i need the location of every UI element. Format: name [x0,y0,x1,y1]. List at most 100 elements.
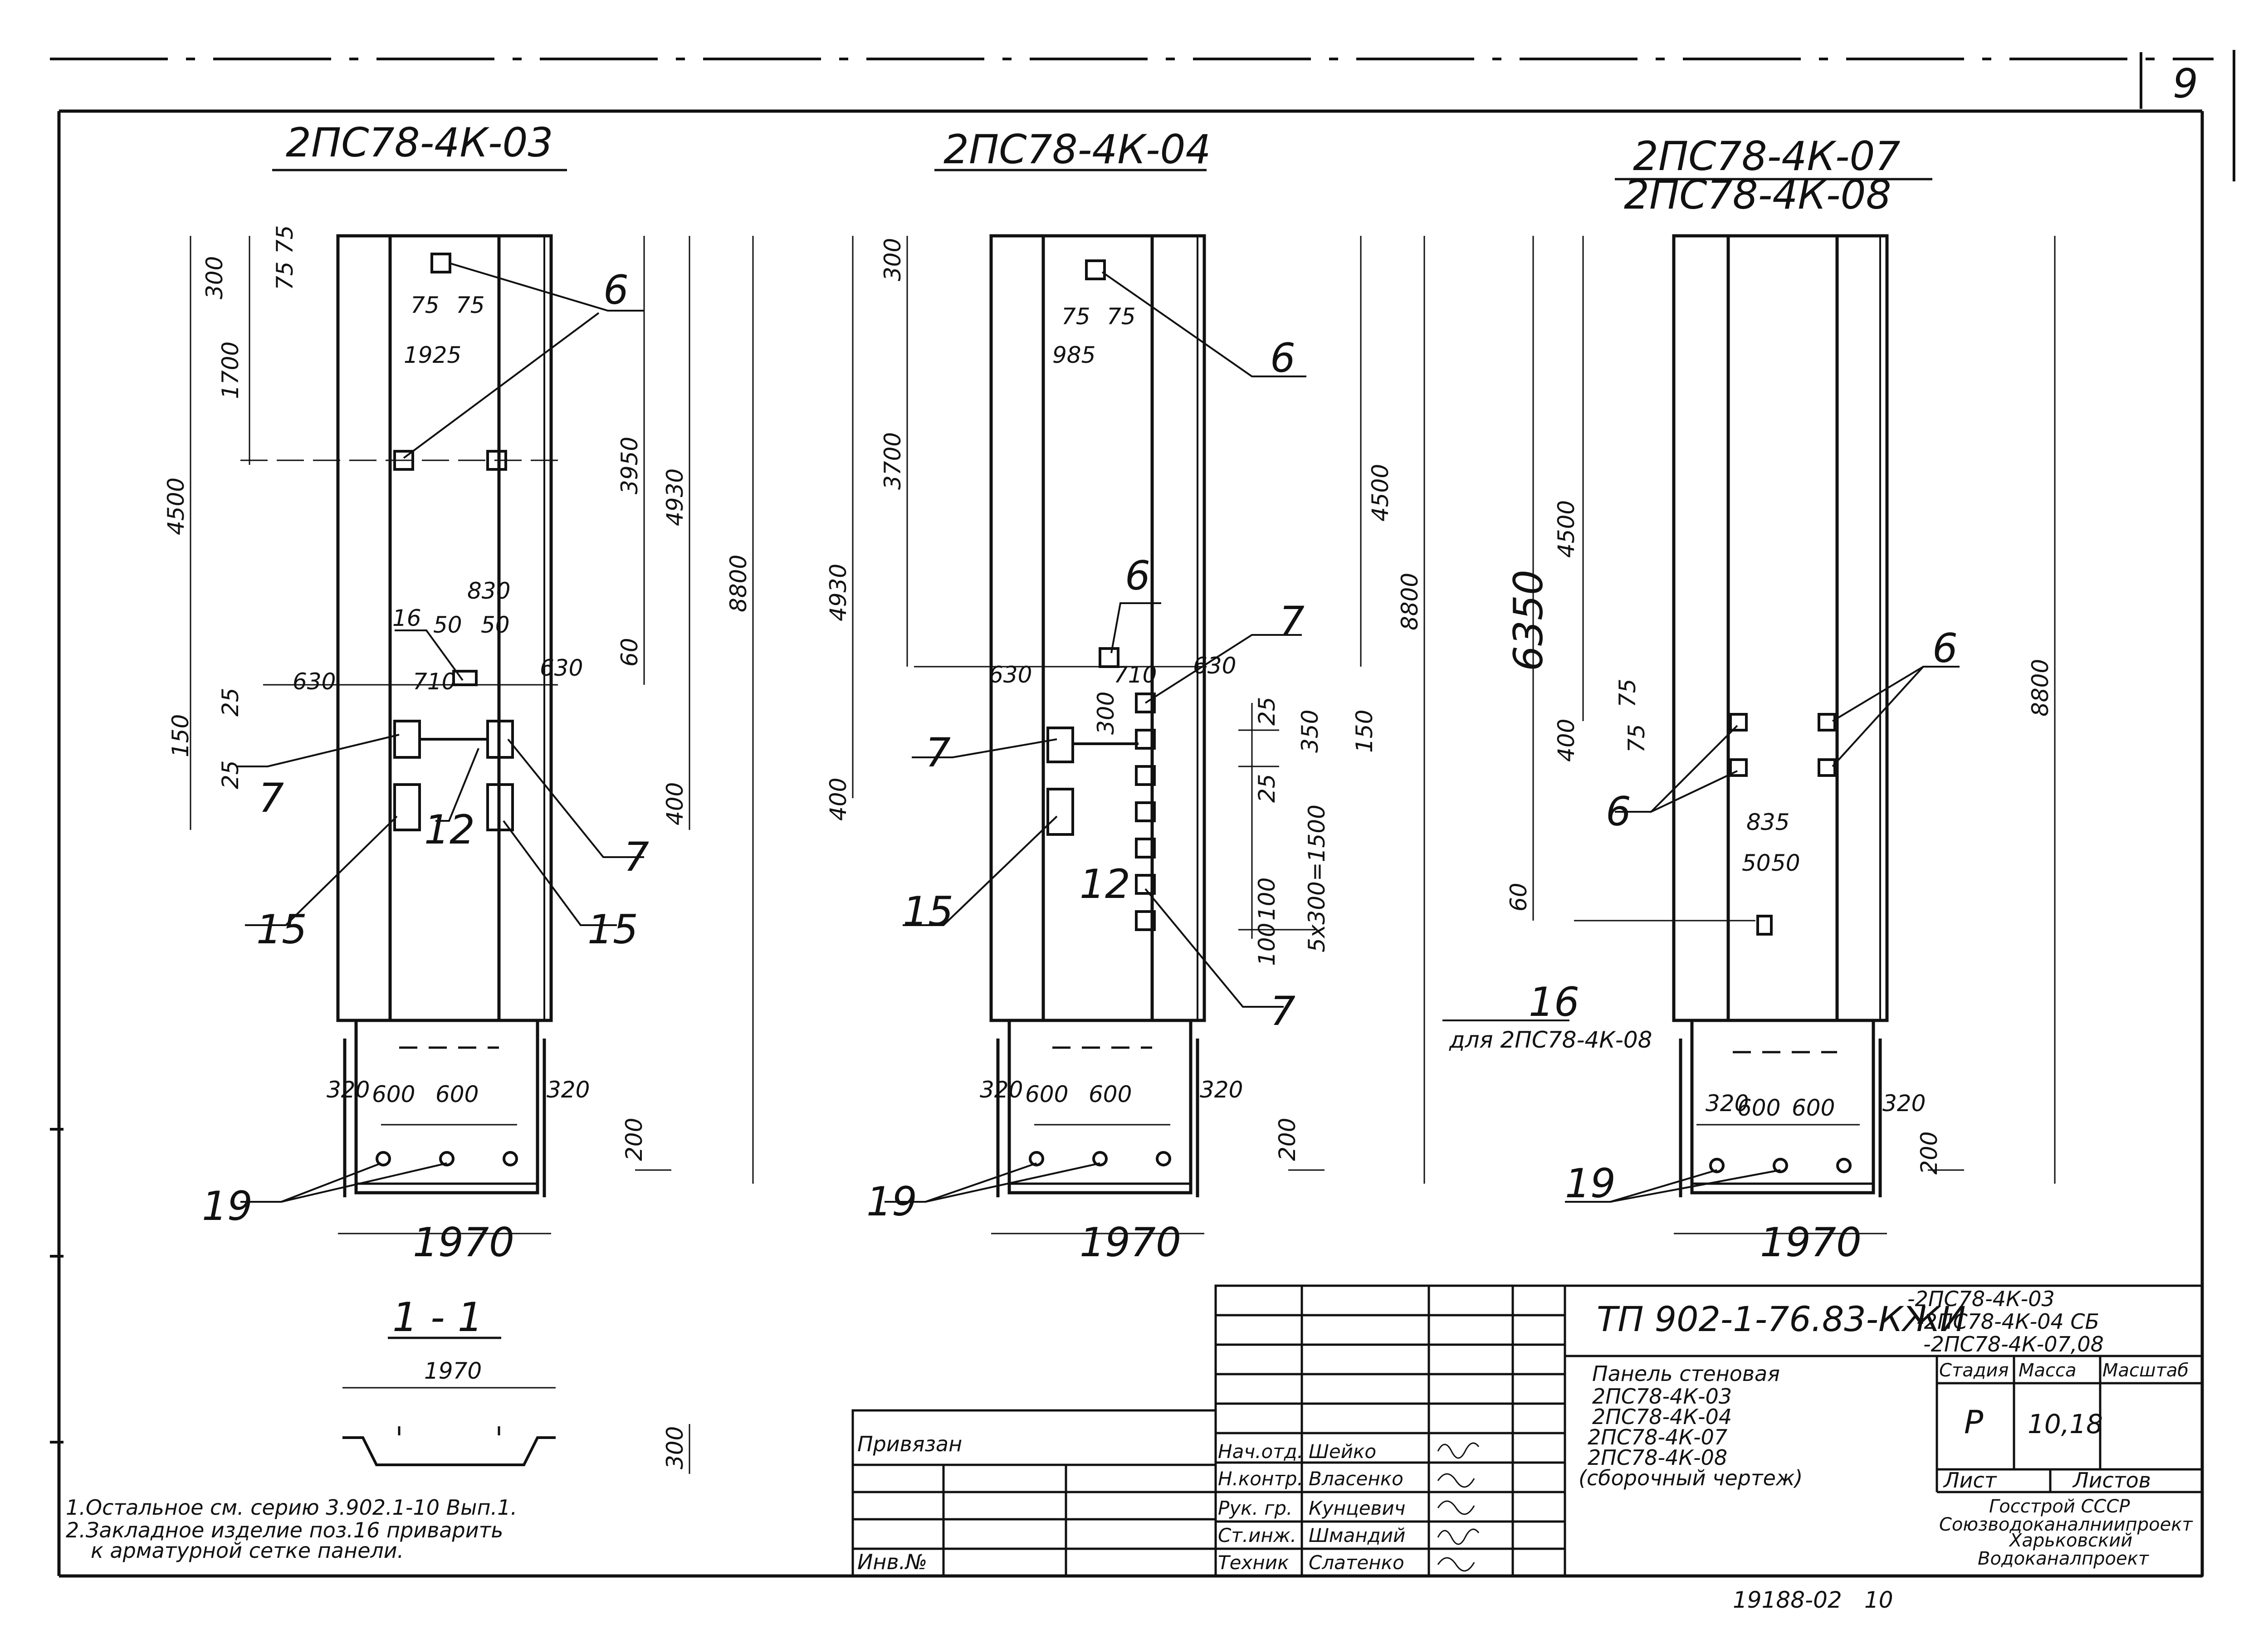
svg-text:6: 6 [1270,335,1295,381]
svg-text:2ПС78-4К-04: 2ПС78-4К-04 [1592,1405,1732,1429]
view-3: 2ПС78-4К-07 2ПС78-4К-08 [1442,133,2056,1266]
svg-text:75: 75 [1107,303,1136,330]
svg-text:3700: 3700 [880,432,906,490]
svg-text:7: 7 [925,729,951,776]
svg-text:7: 7 [624,834,649,880]
svg-text:5x300=1500: 5x300=1500 [1304,805,1330,952]
svg-text:19: 19 [1565,1160,1616,1207]
svg-text:400: 400 [1553,719,1579,762]
sheet-frame [50,50,2235,1578]
view2-leaders [885,271,1306,1203]
svg-text:200: 200 [1274,1118,1300,1161]
svg-text:Панель стеновая: Панель стеновая [1592,1361,1780,1386]
svg-text:600: 600 [1792,1095,1835,1121]
svg-text:6: 6 [603,267,629,313]
svg-text:600: 600 [1737,1095,1780,1121]
svg-text:600: 600 [1089,1081,1132,1107]
svg-text:6: 6 [1606,788,1631,835]
svg-text:Стадия: Стадия [1939,1360,2009,1381]
svg-text:600: 600 [435,1081,479,1107]
svg-text:75: 75 [411,292,440,318]
page-number: 9 [2173,60,2198,107]
view1-callouts: 6 16 7 12 7 15 15 19 [202,267,649,1229]
view3-embedded-parts [1709,713,1852,1173]
svg-text:Привязан: Привязан [857,1432,962,1456]
svg-text:Рук. гр.: Рук. гр. [1218,1497,1292,1519]
svg-text:Лист: Лист [1943,1468,1997,1493]
svg-text:1700: 1700 [217,341,244,399]
svg-text:600: 600 [1025,1081,1068,1107]
svg-text:710: 710 [1114,662,1157,688]
svg-text:75: 75 [272,261,298,290]
svg-text:3950: 3950 [616,437,643,494]
svg-text:400: 400 [662,782,688,825]
svg-text:2ПС78-4К-08: 2ПС78-4К-08 [1588,1445,1727,1470]
svg-text:320: 320 [547,1077,590,1103]
svg-text:1970: 1970 [413,1219,514,1266]
svg-text:150: 150 [1351,710,1378,753]
svg-text:75: 75 [1614,678,1641,707]
svg-text:6350: 6350 [1505,570,1552,671]
svg-text:19: 19 [866,1178,917,1225]
svg-text:50: 50 [481,612,510,638]
view-1: 2ПС78-4К-03 [163,119,754,1266]
svg-text:25: 25 [217,760,244,789]
svg-text:4930: 4930 [825,564,851,621]
svg-text:320: 320 [1200,1077,1243,1103]
svg-text:Масса: Масса [2019,1360,2077,1381]
svg-text:Масштаб: Масштаб [2102,1360,2189,1381]
svg-text:15: 15 [903,888,953,935]
svg-text:300: 300 [201,256,228,299]
svg-text:25: 25 [1254,697,1280,726]
svg-text:4500: 4500 [1553,500,1579,558]
svg-text:Техник: Техник [1218,1551,1289,1574]
svg-text:320: 320 [1706,1090,1749,1117]
svg-text:Шмандий: Шмандий [1309,1524,1405,1546]
svg-text:830: 830 [467,578,510,604]
svg-text:15: 15 [256,906,307,953]
svg-text:50: 50 [1742,850,1771,876]
svg-text:50: 50 [433,612,462,638]
view1-leaders [236,262,644,1203]
svg-text:4500: 4500 [1367,464,1393,522]
svg-text:1 - 1: 1 - 1 [392,1294,483,1341]
svg-text:6: 6 [1125,552,1150,599]
view3-dimensions: 4500 6350 8800 400 75 75 835 50 50 60 32… [1505,500,2053,1266]
svg-text:8800: 8800 [2027,659,2053,717]
svg-text:25: 25 [1254,774,1280,803]
view1-panel-outline [336,234,553,1197]
svg-text:для 2ПС78-4К-08: для 2ПС78-4К-08 [1449,1027,1652,1053]
view-2: 2ПС78-4К-04 [825,126,1425,1266]
svg-text:4930: 4930 [662,468,688,526]
svg-text:(сборочный чертеж): (сборочный чертеж) [1579,1466,1803,1490]
svg-text:630: 630 [293,668,336,695]
svg-text:8800: 8800 [725,555,752,612]
view2-embedded-parts [1029,259,1171,1166]
svg-text:710: 710 [413,668,456,695]
svg-text:985: 985 [1052,342,1095,368]
svg-text:Союзводоканалниипроект: Союзводоканалниипроект [1939,1514,2193,1535]
svg-text:Н.контр.: Н.контр. [1218,1468,1303,1490]
svg-text:75: 75 [456,292,485,318]
svg-text:Власенко: Власенко [1309,1468,1403,1490]
svg-text:2ПС78-4К-03: 2ПС78-4К-03 [1592,1384,1732,1409]
svg-text:19: 19 [202,1183,253,1229]
svg-text:Инв.№: Инв.№ [857,1550,927,1574]
svg-text:300: 300 [880,238,906,281]
svg-text:150: 150 [167,714,194,757]
view1-title: 2ПС78-4К-03 [286,119,553,166]
svg-text:300: 300 [1093,692,1119,735]
svg-text:Харьковский: Харьковский [2009,1530,2132,1551]
svg-text:1970: 1970 [424,1358,482,1384]
svg-text:630: 630 [989,662,1032,688]
view1-dimensions: 300 75 75 75 75 1925 1700 4500 3950 4930… [163,225,752,1266]
svg-text:300: 300 [662,1426,688,1469]
notes: 1.Остальное см. серию 3.902.1-10 Вып.1. … [66,1495,517,1563]
svg-text:Нач.отд.: Нач.отд. [1218,1440,1303,1463]
svg-text:16: 16 [1529,979,1579,1025]
svg-text:630: 630 [540,655,583,681]
svg-text:75: 75 [1623,724,1650,753]
svg-text:2ПС78-4К-07: 2ПС78-4К-07 [1588,1425,1727,1449]
signatures [1437,1442,1480,1572]
